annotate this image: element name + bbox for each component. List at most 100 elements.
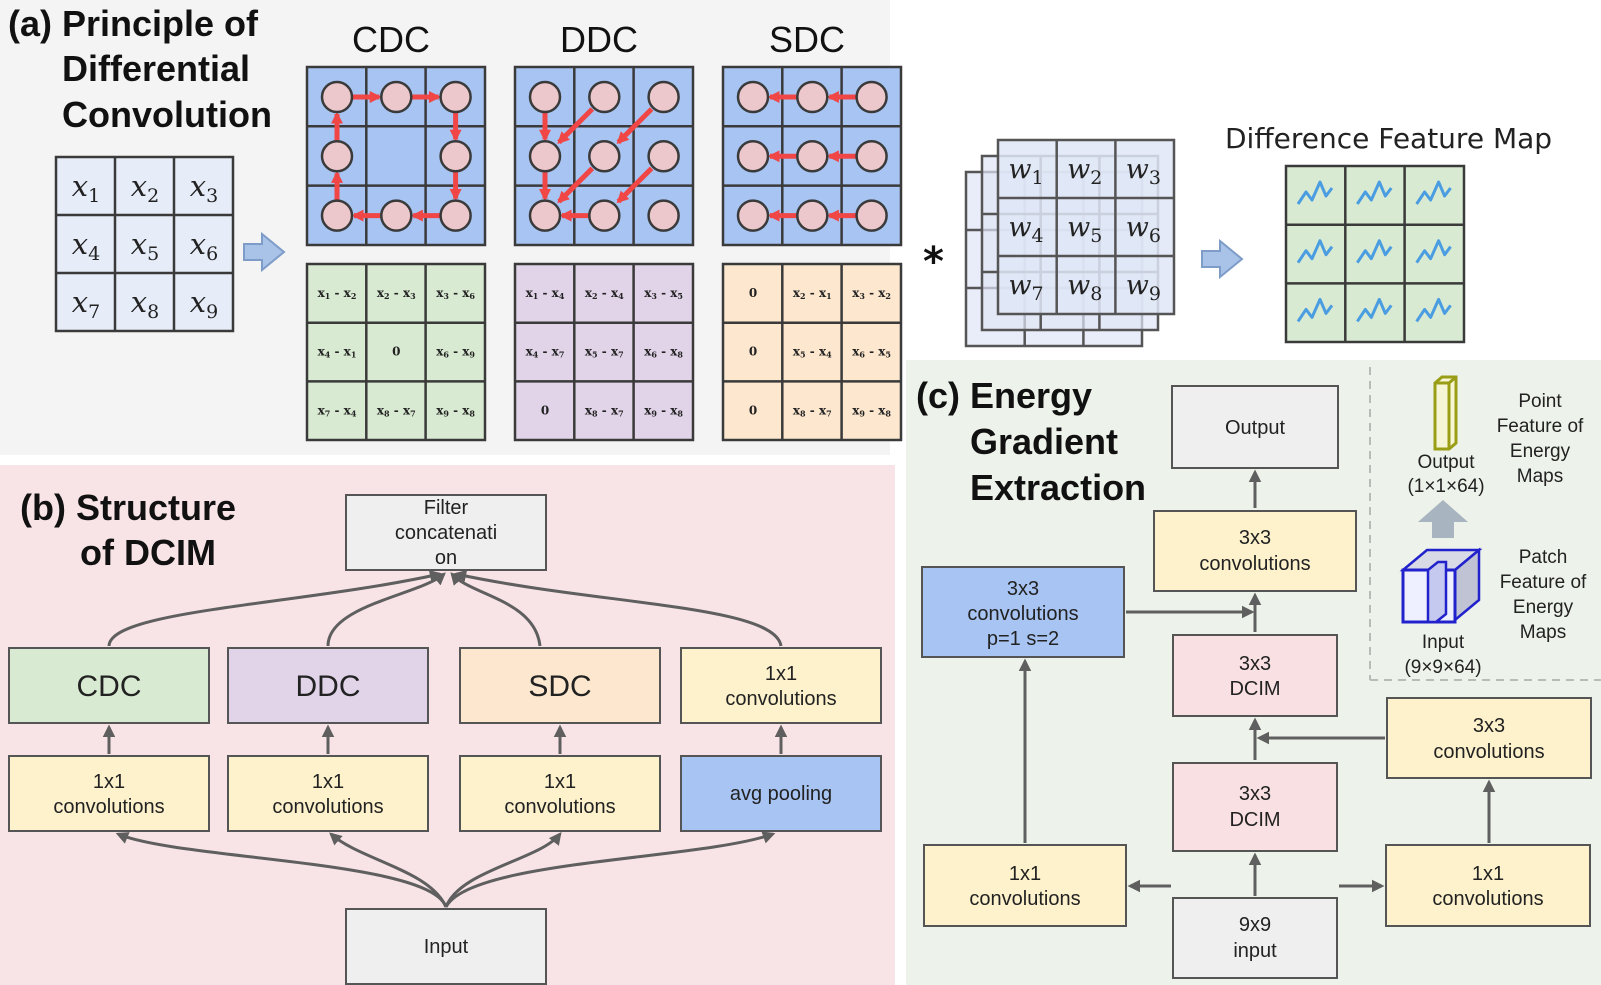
- difference-cell: x8 - x7: [585, 403, 624, 418]
- kernel-node: [380, 199, 413, 232]
- svg-text:DCIM: DCIM: [1229, 678, 1280, 700]
- difference-cell: x3 - x2: [852, 286, 891, 301]
- leftward-row-arrows-icon: [767, 90, 856, 222]
- avg-pooling-box: avg pooling: [680, 755, 882, 832]
- kernel-node: [736, 80, 770, 114]
- svg-text:1x1: 1x1: [93, 771, 125, 793]
- panel-a-title-line-3: Convolution: [62, 94, 272, 135]
- branch-ddc-box: DDC: [227, 647, 429, 724]
- top-3x3-conv-box: 3x3 convolutions: [1153, 510, 1357, 592]
- svg-text:3x3: 3x3: [1007, 578, 1039, 600]
- svg-text:convolutions: convolutions: [504, 796, 615, 818]
- svg-text:1x1: 1x1: [544, 771, 576, 793]
- kernel-node: [588, 80, 621, 114]
- left-1x1-conv-box: 1x1 convolutions: [923, 844, 1127, 927]
- difference-cell: 0: [749, 403, 757, 417]
- ddc-kernel-label: DDC: [560, 19, 638, 60]
- kernel-node: [439, 140, 472, 173]
- signal-wave-icon: [1296, 239, 1334, 264]
- difference-cell: x1 - x2: [318, 286, 357, 301]
- cdc-1x1-conv-box: 1x1 convolutions: [8, 755, 210, 832]
- legend-input-shape: (9×9×64): [1404, 657, 1481, 678]
- ddc-1x1-conv-box: 1x1 convolutions: [227, 755, 429, 832]
- kernel-node: [647, 140, 680, 173]
- sdc-kernel-grid: [721, 65, 903, 247]
- cdc-kernel-label: CDC: [352, 19, 430, 60]
- kernel-node: [439, 80, 472, 114]
- output-box: Output: [1171, 385, 1339, 469]
- kernel-node: [320, 80, 354, 114]
- panel-a-title: (a) Principle of Differential Convolutio…: [8, 3, 272, 135]
- kernel-node: [320, 199, 354, 232]
- kernel-node: [588, 199, 621, 232]
- difference-feature-map: [1284, 164, 1466, 344]
- weight-cell: w4: [1008, 212, 1043, 247]
- svg-text:SDC: SDC: [528, 670, 591, 703]
- svg-text:convolutions: convolutions: [967, 603, 1078, 625]
- panel-b-arrows: [102, 569, 788, 908]
- panel-c-input-box: 9x9 input: [1172, 897, 1338, 979]
- kernel-node: [647, 80, 680, 114]
- panel-b-title: (b) Structure of DCIM: [20, 487, 236, 573]
- svg-text:avg pooling: avg pooling: [730, 783, 832, 805]
- svg-text:convolutions: convolutions: [53, 796, 164, 818]
- upper-dcim-box: 3x3 DCIM: [1172, 634, 1338, 717]
- svg-text:convolutions: convolutions: [725, 688, 836, 710]
- svg-text:Patch: Patch: [1519, 547, 1568, 568]
- svg-text:Point: Point: [1518, 391, 1562, 412]
- svg-text:Feature of: Feature of: [1497, 416, 1584, 437]
- panel-c-title-line-1: (c) Energy: [916, 375, 1092, 416]
- input-matrix-cell: x3: [190, 169, 218, 207]
- svg-text:1x1: 1x1: [1472, 863, 1504, 885]
- kernel-node: [796, 199, 829, 232]
- difference-cell: 0: [392, 345, 400, 359]
- kernel-node: [380, 80, 413, 114]
- kernel-node: [588, 140, 621, 173]
- difference-cell: 0: [749, 345, 757, 359]
- difference-cell: x4 - x1: [318, 345, 357, 360]
- diagonal-arrows-icon: [538, 107, 654, 222]
- svg-text:Feature of: Feature of: [1500, 572, 1587, 593]
- svg-text:convolutions: convolutions: [1432, 888, 1543, 910]
- right-1x1-conv-box: 1x1 convolutions: [1385, 844, 1591, 927]
- ddc-kernel-grid: [513, 65, 695, 247]
- svg-text:Energy: Energy: [1513, 597, 1574, 618]
- difference-feature-map-title: Difference Feature Map: [1225, 122, 1552, 155]
- sdc-kernel-label: SDC: [769, 19, 845, 60]
- branch-sdc-box: SDC: [459, 647, 661, 724]
- svg-text:Energy: Energy: [1510, 441, 1571, 462]
- kernel-node: [528, 140, 562, 173]
- svg-text:Output: Output: [1225, 417, 1285, 439]
- weight-kernel-layer: [996, 138, 1176, 316]
- strided-3x3-conv-box: 3x3 convolutions p=1 s=2: [921, 566, 1125, 658]
- signal-wave-icon: [1415, 239, 1452, 264]
- point-feature-icon: [1433, 375, 1458, 451]
- kernel-node: [855, 199, 888, 232]
- signal-wave-icon: [1356, 239, 1393, 264]
- svg-text:1x1: 1x1: [1009, 863, 1041, 885]
- sdc-1x1-conv-box: 1x1 convolutions: [459, 755, 661, 832]
- kernel-node: [855, 80, 888, 114]
- svg-text:on: on: [435, 547, 457, 569]
- svg-text:9x9: 9x9: [1239, 914, 1271, 936]
- signal-wave-icon: [1415, 180, 1452, 205]
- svg-text:input: input: [1233, 940, 1277, 962]
- signal-wave-icon: [1356, 297, 1393, 323]
- panel-b-title-line-2: of DCIM: [80, 532, 216, 573]
- svg-text:3x3: 3x3: [1473, 715, 1505, 737]
- difference-cell: x6 - x5: [852, 345, 891, 360]
- signal-wave-icon: [1296, 180, 1334, 205]
- kernel-node: [855, 140, 888, 173]
- transform-arrow-icon: [243, 231, 286, 273]
- panel-b-title-line-1: (b) Structure: [20, 487, 236, 528]
- svg-text:Maps: Maps: [1517, 466, 1563, 487]
- svg-text:3x3: 3x3: [1239, 527, 1271, 549]
- svg-text:convolutions: convolutions: [1199, 553, 1310, 575]
- cdc-kernel-grid: [305, 65, 487, 247]
- signal-wave-icon: [1296, 297, 1334, 323]
